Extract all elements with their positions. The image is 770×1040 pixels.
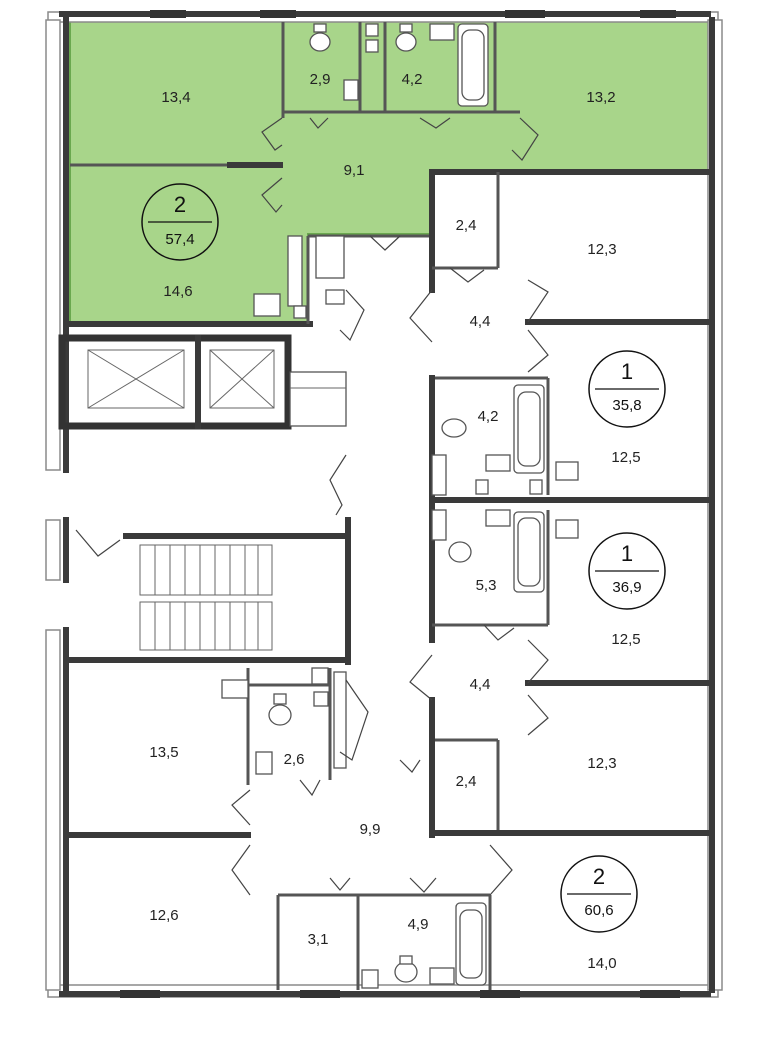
room-area: 4,2	[402, 71, 423, 88]
right-fixtures	[431, 384, 579, 593]
apartment-area: 35,8	[612, 397, 641, 414]
apartment-badge[interactable]: 2 57,4	[141, 183, 219, 261]
apartment-badge[interactable]: 1 36,9	[588, 532, 666, 610]
room-labels: 13,4 2,9 4,2 13,2 9,1 14,6 2,4 12,3 4,4 …	[149, 71, 640, 972]
right-walls	[429, 172, 715, 838]
apartment-rooms: 2	[593, 864, 605, 889]
apartment-badge[interactable]: 1 35,8	[588, 350, 666, 428]
room-area: 4,9	[408, 916, 429, 933]
room-area: 13,4	[161, 89, 190, 106]
apartment-area: 57,4	[165, 231, 194, 248]
room-area: 12,6	[149, 907, 178, 924]
apartment-rooms: 1	[621, 541, 633, 566]
apartment-area: 36,9	[612, 579, 641, 596]
apartment-rooms: 2	[174, 192, 186, 217]
room-area: 5,3	[476, 577, 497, 594]
room-area: 2,4	[456, 773, 477, 790]
room-area: 12,5	[611, 631, 640, 648]
lower-fixtures	[221, 667, 487, 989]
apartment-rooms: 1	[621, 359, 633, 384]
apartment-area: 60,6	[584, 902, 613, 919]
room-area: 9,1	[344, 162, 365, 179]
room-area: 4,4	[470, 313, 491, 330]
room-area: 9,9	[360, 821, 381, 838]
upper-walls	[63, 22, 715, 327]
outer-walls	[45, 10, 723, 998]
right-doors	[409, 267, 549, 736]
room-area: 12,5	[611, 449, 640, 466]
room-area: 14,0	[587, 955, 616, 972]
room-area: 2,4	[456, 217, 477, 234]
apartment-badge[interactable]: 2 60,6	[560, 855, 638, 933]
room-area: 14,6	[163, 283, 192, 300]
room-area: 13,5	[149, 744, 178, 761]
room-area: 3,1	[308, 931, 329, 948]
room-area: 12,3	[587, 755, 616, 772]
room-area: 4,4	[470, 676, 491, 693]
room-area: 4,2	[478, 408, 499, 425]
lower-doors	[231, 679, 513, 896]
upper-doors	[261, 117, 539, 342]
room-area: 2,6	[284, 751, 305, 768]
elevator-block	[58, 334, 347, 430]
upper-fixtures	[253, 23, 489, 319]
room-area: 2,9	[310, 71, 331, 88]
room-area: 12,3	[587, 241, 616, 258]
room-area: 13,2	[586, 89, 615, 106]
staircase	[63, 454, 351, 665]
